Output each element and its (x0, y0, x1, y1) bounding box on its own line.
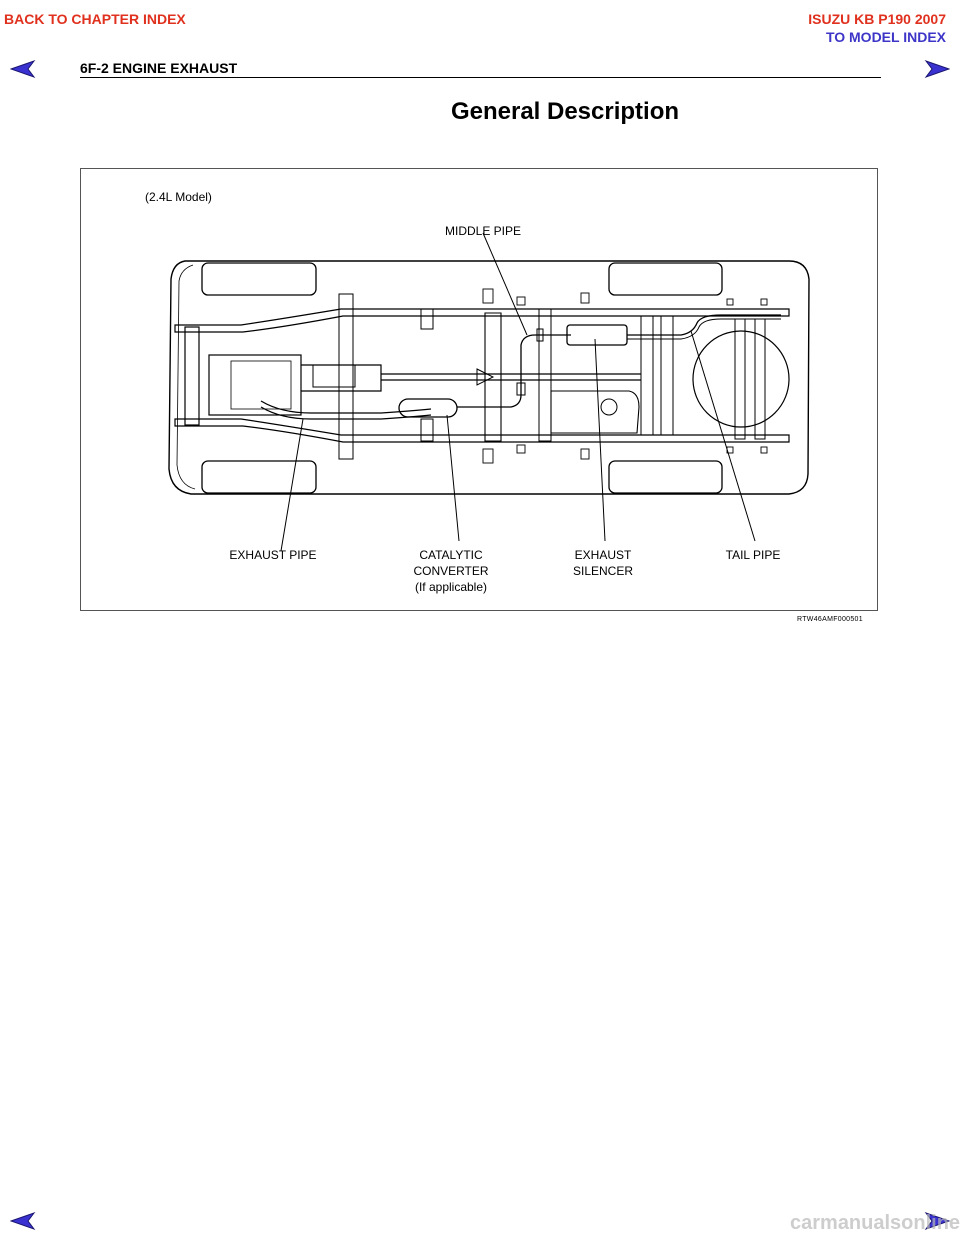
prev-page-arrow-icon[interactable] (10, 1212, 36, 1230)
figure-code: RTW46AMF000501 (797, 616, 863, 623)
next-page-arrow-icon[interactable] (924, 1212, 950, 1230)
label-exhaust-pipe: EXHAUST PIPE (229, 548, 316, 562)
label-silencer-1: EXHAUST (575, 548, 632, 562)
header-rule (80, 77, 881, 78)
label-silencer-2: SILENCER (573, 564, 633, 578)
back-to-chapter-index-link[interactable]: BACK TO CHAPTER INDEX (4, 11, 186, 27)
watermark: carmanualsonline.info (790, 1212, 960, 1234)
next-page-arrow-icon[interactable] (924, 60, 950, 78)
prev-page-arrow-icon[interactable] (10, 60, 36, 78)
exhaust-system-figure: (2.4L Model) (80, 168, 878, 611)
label-catalytic-3: (If applicable) (415, 580, 487, 594)
model-title: ISUZU KB P190 2007 (808, 11, 946, 27)
model-label: (2.4L Model) (145, 190, 212, 204)
label-tail-pipe: TAIL PIPE (726, 548, 781, 562)
page-title: General Description (450, 98, 680, 125)
chassis-diagram: (2.4L Model) (145, 190, 810, 594)
label-catalytic-2: CONVERTER (413, 564, 488, 578)
label-catalytic-1: CATALYTIC (419, 548, 483, 562)
label-middle-pipe: MIDDLE PIPE (445, 224, 521, 238)
section-header: 6F-2 ENGINE EXHAUST (80, 60, 238, 76)
to-model-index-link[interactable]: TO MODEL INDEX (825, 29, 946, 45)
